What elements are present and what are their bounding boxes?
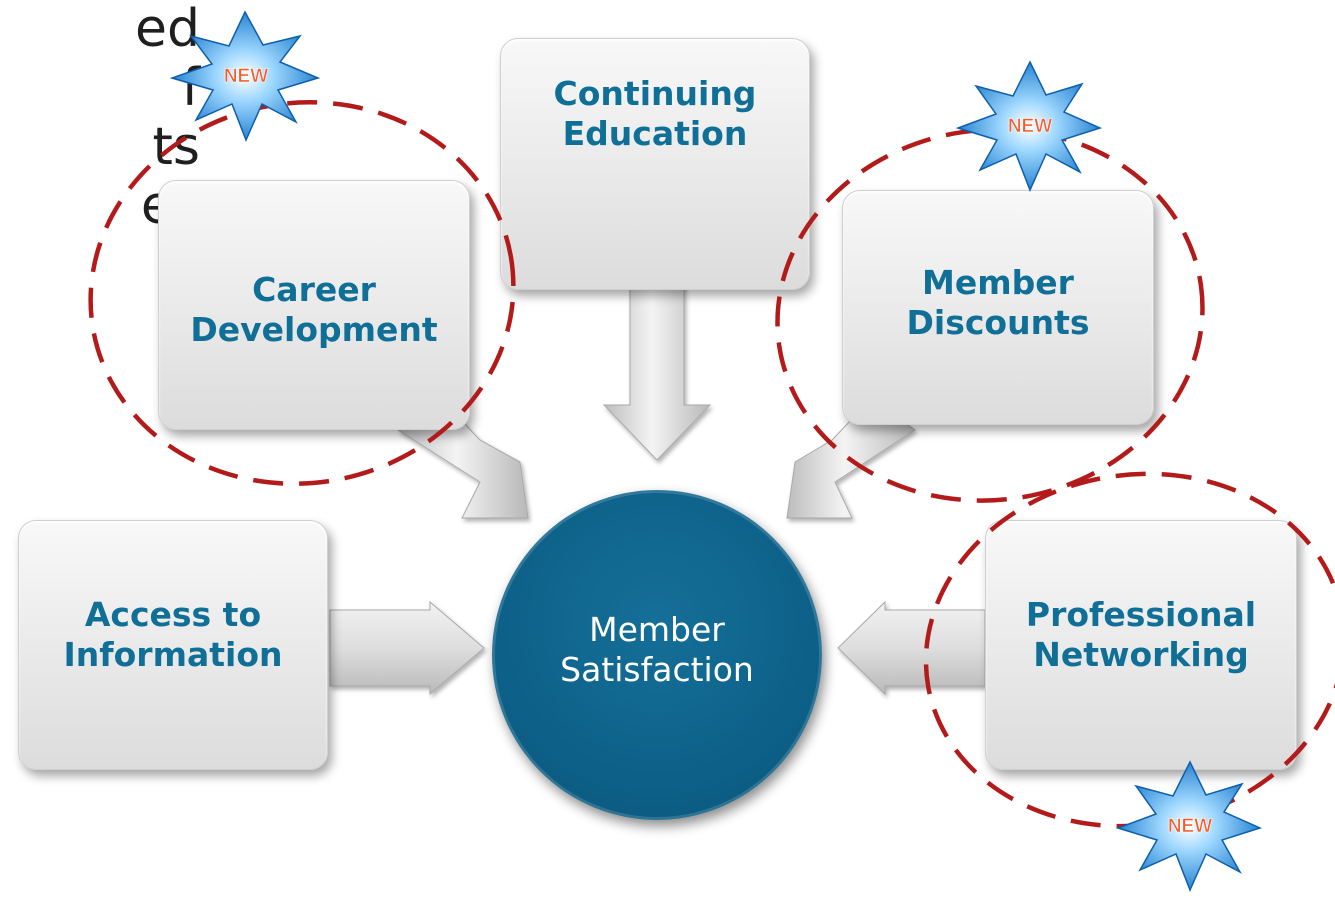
career-development-box: Career Development [158,180,470,430]
box-label: Member [922,262,1074,302]
member-satisfaction-circle: Member Satisfaction [492,490,822,820]
box-label: Career [252,270,376,309]
box-label: Continuing [553,74,757,113]
box-label: Access to [84,595,262,634]
box-label: Discounts [906,302,1090,342]
box-label: Professional [1025,595,1257,634]
box-label: Education [562,114,748,153]
circle-label: Member [589,610,725,649]
circle-label: Satisfaction [560,650,754,689]
box-label: Networking [1033,635,1249,674]
arrow-right [329,600,485,696]
professional-networking-box: Professional Networking [985,520,1297,770]
arrow-left [837,600,986,696]
box-label: Information [63,635,283,674]
arrow-down [602,269,712,461]
access-to-information-box: Access to Information [18,520,328,770]
continuing-education-box: Continuing Education [500,38,810,290]
member-discounts-box: Member Discounts [842,190,1154,425]
box-label: Development [190,310,438,349]
